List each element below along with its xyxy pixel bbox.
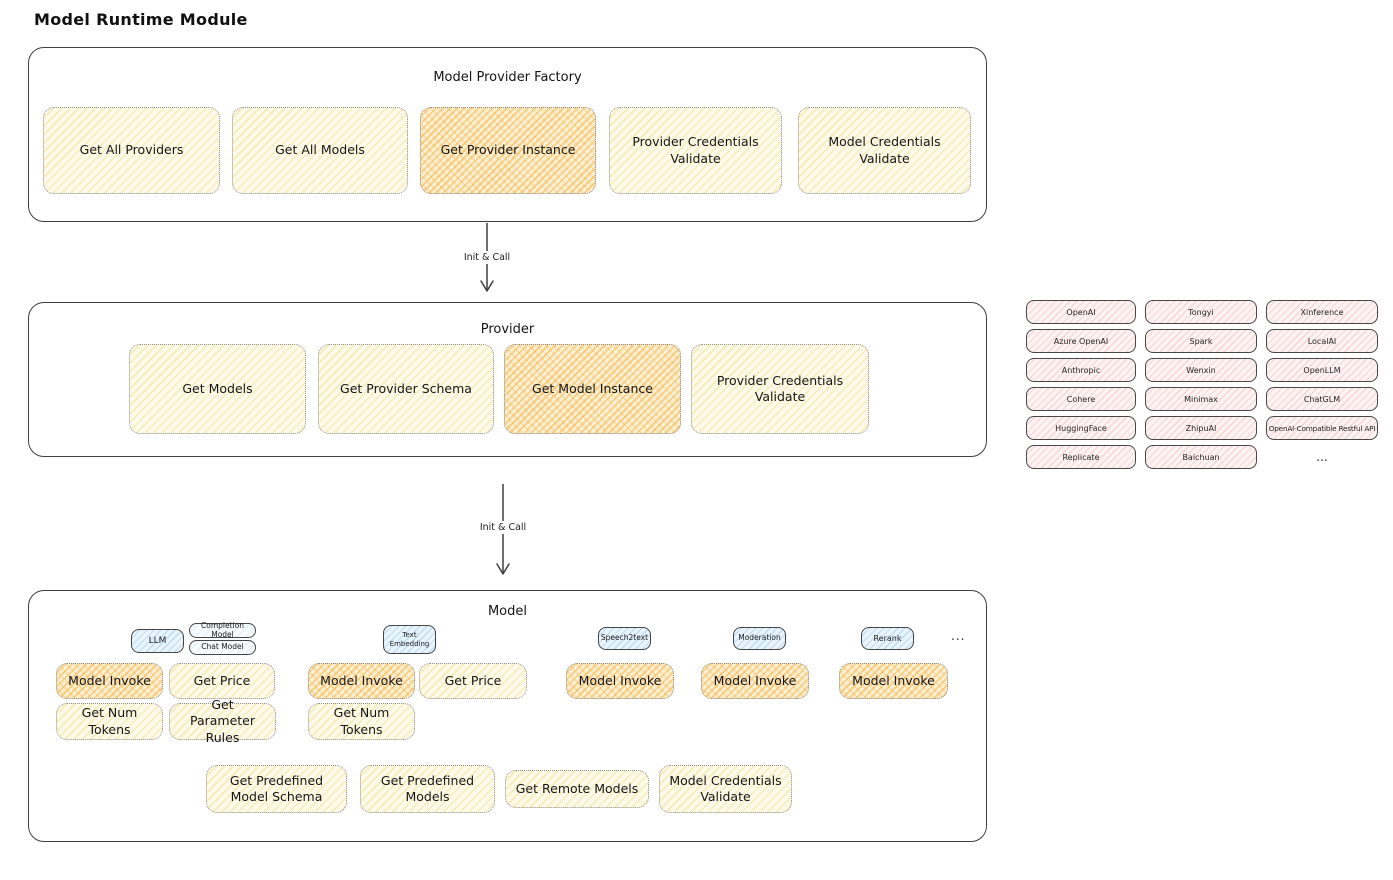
provider-item: Cohere [1026, 387, 1136, 411]
node-get-parameter-rules: Get Parameter Rules [169, 697, 276, 745]
node-get-remote-models: Get Remote Models [505, 770, 649, 808]
node-model-invoke-moderation: Model Invoke [701, 663, 809, 699]
node-get-price-llm: Get Price [169, 663, 275, 699]
node-model-invoke-speech2text: Model Invoke [566, 663, 674, 699]
provider-panel: Provider Get Models Get Provider Schema … [28, 302, 987, 457]
provider-title: Provider [480, 322, 535, 337]
factory-title: Model Provider Factory [433, 70, 582, 85]
factory-panel: Model Provider Factory Get All Providers… [28, 47, 987, 222]
tab-llm: LLM [131, 629, 184, 653]
node-provider-credentials-validate-2: Provider Credentials Validate [691, 344, 869, 434]
node-model-credentials-validate: Model Credentials Validate [798, 107, 971, 194]
node-model-invoke-llm: Model Invoke [56, 663, 163, 699]
node-model-invoke-rerank: Model Invoke [839, 663, 948, 699]
tab-text-embedding: Text Embedding [383, 625, 436, 654]
provider-item: Anthropic [1026, 358, 1136, 382]
node-get-provider-instance: Get Provider Instance [420, 107, 596, 194]
provider-item: ChatGLM [1266, 387, 1378, 411]
page-title: Model Runtime Module [34, 10, 248, 29]
node-model-credentials-validate-2: Model Credentials Validate [659, 765, 792, 813]
provider-item: Replicate [1026, 445, 1136, 469]
provider-item: Wenxin [1145, 358, 1257, 382]
node-get-num-tokens-llm: Get Num Tokens [56, 703, 163, 740]
model-panel: Model LLM Completion Model Chat Model Te… [28, 590, 987, 842]
tab-chat-model: Chat Model [189, 640, 256, 655]
node-provider-credentials-validate: Provider Credentials Validate [609, 107, 782, 194]
provider-item: OpenAI-Compatible Restful API [1266, 416, 1378, 440]
tab-rerank: Rerank [861, 627, 914, 650]
arrow-label-init-call-2: Init & Call [462, 521, 544, 534]
provider-item: OpenAI [1026, 300, 1136, 324]
provider-item: Baichuan [1145, 445, 1257, 469]
provider-item: HuggingFace [1026, 416, 1136, 440]
tab-completion-model: Completion Model [189, 621, 256, 638]
node-get-predefined-model-schema: Get Predefined Model Schema [206, 765, 347, 813]
node-get-provider-schema: Get Provider Schema [318, 344, 494, 434]
node-get-num-tokens-text-embedding: Get Num Tokens [308, 703, 415, 740]
provider-item: Xinference [1266, 300, 1378, 324]
node-get-model-instance: Get Model Instance [504, 344, 681, 434]
provider-item: LocalAI [1266, 329, 1378, 353]
provider-item: Spark [1145, 329, 1257, 353]
node-model-invoke-text-embedding: Model Invoke [308, 663, 415, 699]
provider-item: OpenLLM [1266, 358, 1378, 382]
node-get-all-providers: Get All Providers [43, 107, 220, 194]
node-get-models: Get Models [129, 344, 306, 434]
node-get-all-models: Get All Models [232, 107, 408, 194]
provider-item: Tongyi [1145, 300, 1257, 324]
arrow-label-init-call-1: Init & Call [446, 251, 528, 264]
provider-item: Azure OpenAI [1026, 329, 1136, 353]
provider-item: ZhipuAI [1145, 416, 1257, 440]
model-title: Model [487, 604, 528, 619]
provider-list-grid: OpenAI Tongyi Xinference Azure OpenAI Sp… [1026, 300, 1378, 469]
tab-moderation: Moderation [733, 627, 786, 650]
provider-list-more-dots: ... [1316, 450, 1328, 464]
node-get-price-text-embedding: Get Price [419, 663, 527, 699]
node-get-predefined-models: Get Predefined Models [360, 765, 495, 813]
provider-item: Minimax [1145, 387, 1257, 411]
tab-speech2text: Speech2text [598, 627, 651, 650]
model-tabs-more-dots: ... [951, 629, 966, 643]
